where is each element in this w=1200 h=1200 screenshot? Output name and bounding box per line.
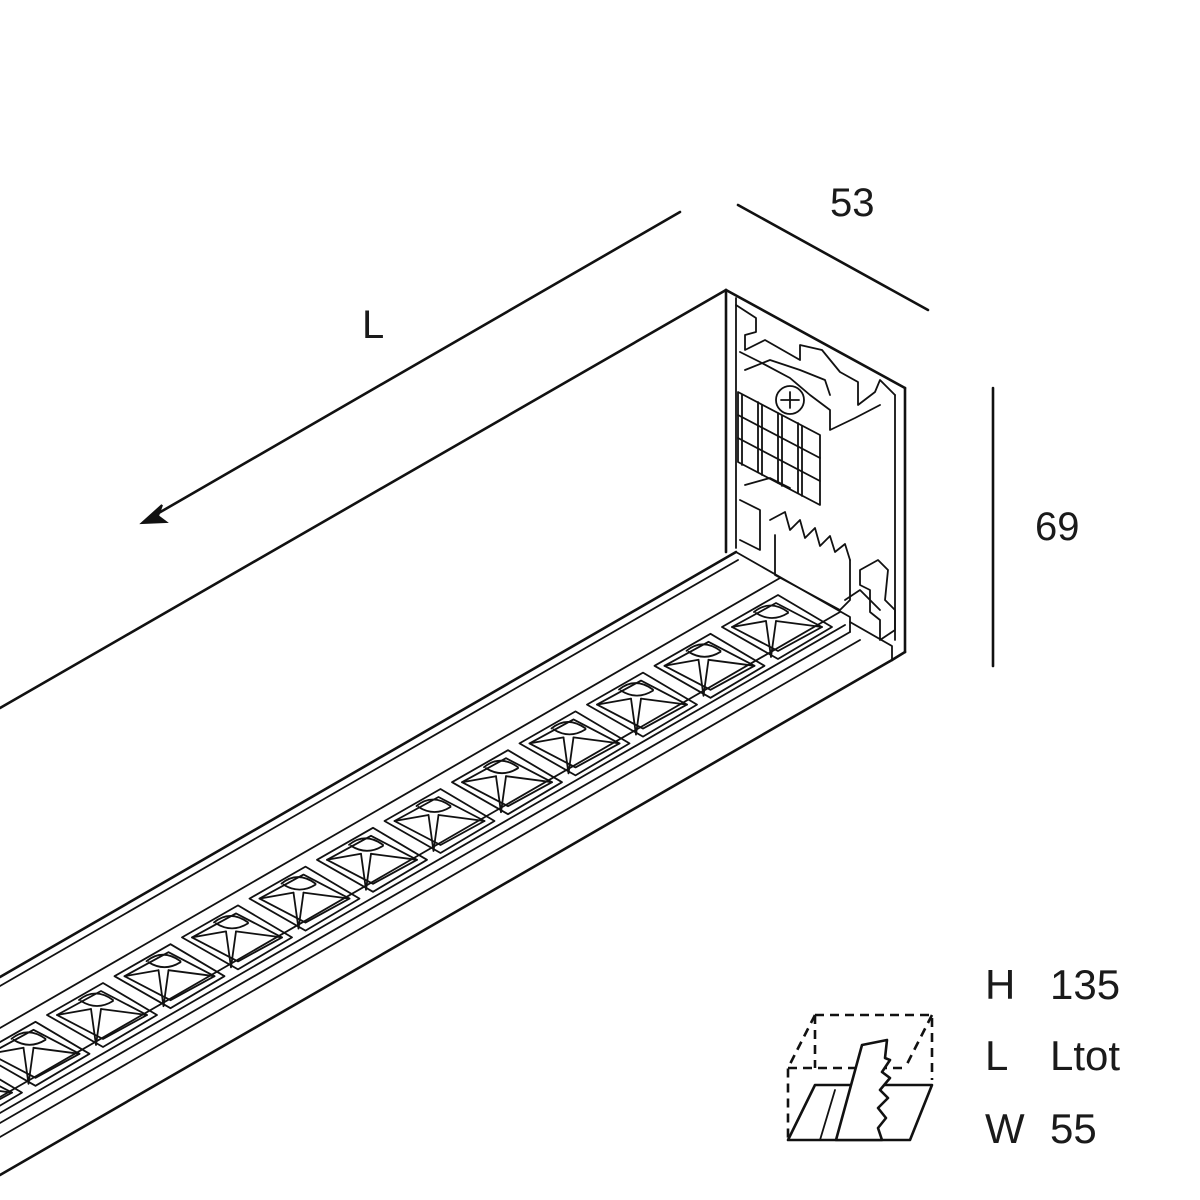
- recessed-install-icon: [786, 1013, 934, 1142]
- length-label: L: [362, 303, 385, 347]
- reflector-cell: [0, 1020, 91, 1087]
- reflector-cells: [0, 594, 833, 1107]
- spec-value-w: 55: [1050, 1105, 1097, 1152]
- reflector-cell: [248, 865, 361, 932]
- housing-top-face: [0, 288, 907, 710]
- reflector-cell: [316, 826, 428, 893]
- reflector-cell: [586, 671, 698, 738]
- depth-dimension-line: [736, 203, 930, 312]
- spec-value-l: Ltot: [1050, 1032, 1121, 1079]
- reflector-cell: [451, 749, 563, 816]
- reflector-cell: [113, 943, 226, 1010]
- reflector-cell: [518, 710, 631, 777]
- depth-label: 53: [830, 181, 875, 225]
- length-dimension-line: [139, 210, 682, 525]
- spec-value-h: 135: [1050, 961, 1121, 1008]
- housing-end-face: [724, 288, 907, 662]
- reflector-cell: [653, 632, 766, 699]
- spec-key-w: W: [985, 1105, 1025, 1152]
- height-label: 69: [1035, 505, 1080, 549]
- profile-cross-section: [735, 304, 896, 641]
- reflector-cell: [721, 594, 833, 660]
- reflector-cell: [181, 904, 293, 971]
- reflector-cell: [383, 788, 496, 854]
- spec-key-l: L: [985, 1032, 1009, 1079]
- reflector-cell: [46, 982, 158, 1048]
- spec-key-h: H: [985, 961, 1016, 1008]
- reflector-channel: [0, 550, 894, 1177]
- reflector-cell: [0, 1078, 23, 1107]
